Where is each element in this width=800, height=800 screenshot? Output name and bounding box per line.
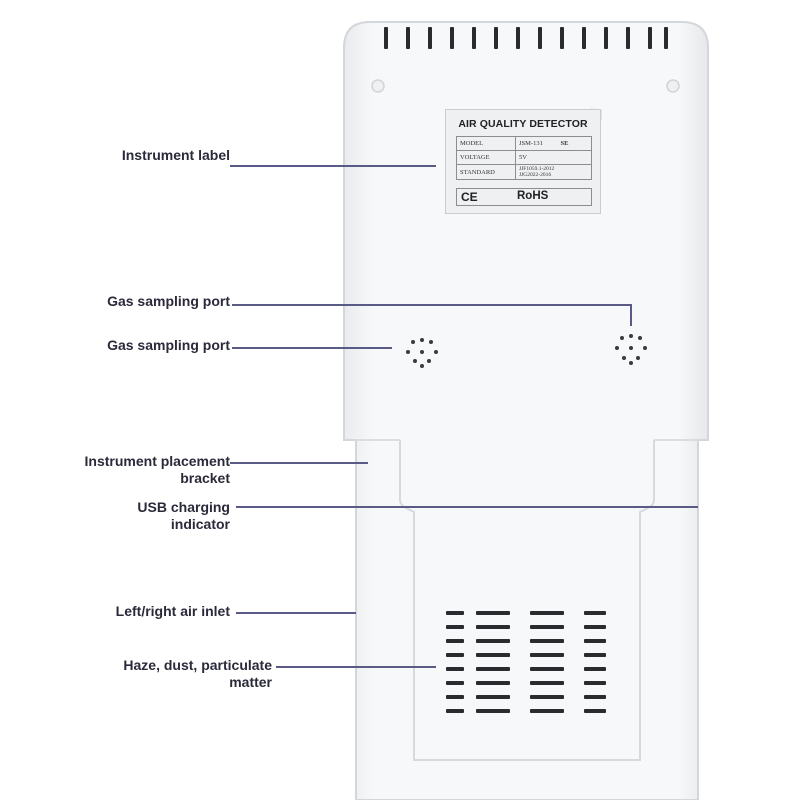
label-value: JSM-131 SE: [515, 136, 592, 151]
label-certification-marks: CE RoHS: [456, 188, 592, 206]
callout-gas-port-2: Gas sampling port: [107, 337, 230, 353]
label-key: VOLTAGE: [456, 150, 516, 165]
leader-instrument-label: [230, 165, 436, 167]
leader-gas-port-1: [232, 304, 632, 306]
callout-instrument-label: Instrument label: [121, 147, 230, 163]
callout-air-inlet: Left/right air inlet: [115, 603, 230, 619]
label-key: MODEL: [456, 136, 516, 151]
leader-haze-dust: [276, 666, 436, 668]
screw-hole-top-left: [371, 79, 385, 93]
leader-gas-port-1-drop: [630, 304, 632, 326]
label-row-voltage: VOLTAGE 5V: [456, 150, 592, 165]
instrument-label-card: AIR QUALITY DETECTOR MODEL JSM-131 SE VO…: [445, 109, 601, 214]
callout-gas-port-1: Gas sampling port: [107, 293, 230, 309]
label-card-table: MODEL JSM-131 SE VOLTAGE 5V STANDARD JJF…: [456, 136, 592, 180]
callout-haze-dust: Haze, dust, particulate matter: [123, 657, 272, 690]
leader-gas-port-2: [232, 347, 392, 349]
ce-mark: CE: [461, 190, 478, 204]
label-key: STANDARD: [456, 164, 516, 180]
bracket-recess: [399, 440, 655, 761]
label-standard-line2: JJG2022-2016: [519, 172, 552, 178]
label-value: JJF1059.1-2012 JJG2022-2016: [515, 164, 592, 180]
label-card-title: AIR QUALITY DETECTOR: [458, 118, 588, 130]
callout-placement-bracket: Instrument placement bracket: [84, 453, 230, 486]
leader-placement-bracket: [230, 462, 368, 464]
top-vent-slots: [384, 27, 668, 49]
label-row-model: MODEL JSM-131 SE: [456, 136, 592, 151]
callout-usb-indicator: USB charging indicator: [137, 499, 230, 532]
gas-port-left: [406, 338, 438, 368]
screw-hole-top-right: [666, 79, 680, 93]
leader-usb-indicator: [236, 506, 698, 508]
particulate-vent-grid: [446, 611, 606, 713]
label-standard-line1: JJF1059.1-2012: [519, 166, 555, 172]
label-model-value: JSM-131: [519, 140, 543, 147]
device-upper-body: [343, 21, 709, 800]
label-model-extra: SE: [560, 140, 569, 147]
leader-air-inlet: [236, 612, 356, 614]
label-value: 5V: [515, 150, 592, 165]
gas-port-right: [615, 334, 647, 365]
label-row-standard: STANDARD JJF1059.1-2012 JJG2022-2016: [456, 164, 592, 180]
rohs-mark: RoHS: [517, 190, 549, 202]
